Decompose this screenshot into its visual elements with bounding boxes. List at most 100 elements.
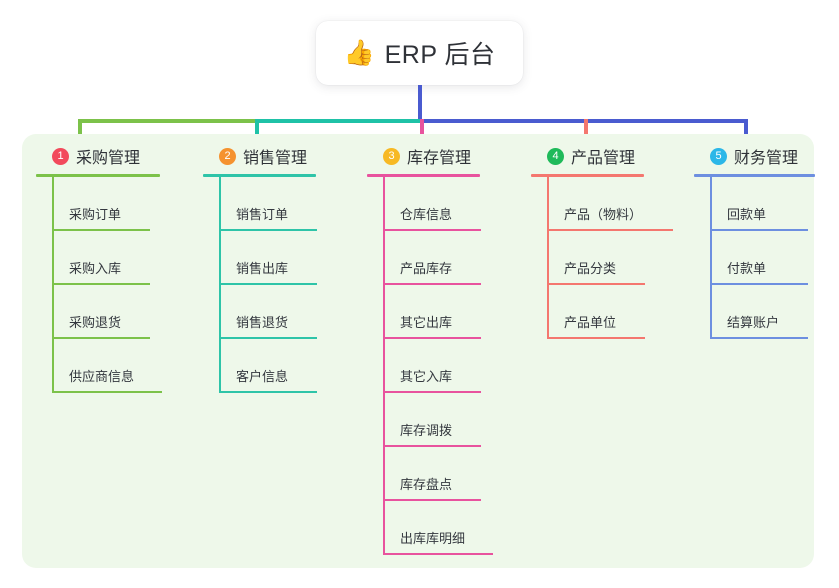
branch-header-rule — [531, 174, 644, 177]
branch-item-underline — [547, 229, 673, 231]
root-node-title: ERP 后台 — [384, 41, 496, 69]
branch-items-2: 销售订单销售出库销售退货客户信息 — [203, 177, 353, 393]
bus-segment-4 — [584, 119, 748, 123]
branch-items-3: 仓库信息产品库存其它出库其它入库库存调拨库存盘点出库库明细 — [367, 177, 517, 555]
branch-header-2[interactable]: 2 销售管理 — [203, 143, 353, 169]
branch-column-2: 2 销售管理销售订单销售出库销售退货客户信息 — [203, 143, 353, 393]
branch-header-1[interactable]: 1 采购管理 — [36, 143, 186, 169]
branch-item[interactable]: 库存调拨 — [383, 393, 517, 447]
branch-column-1: 1 采购管理采购订单采购入库采购退货供应商信息 — [36, 143, 186, 393]
branch-item-underline — [710, 337, 808, 339]
branch-title: 财务管理 — [734, 150, 799, 167]
branch-item-label: 产品分类 — [564, 261, 617, 276]
branch-spine — [710, 177, 712, 339]
root-node[interactable]: 👍 ERP 后台 — [316, 21, 523, 85]
bus-segment-1 — [78, 119, 255, 123]
branch-item-underline — [52, 283, 150, 285]
branch-item-underline — [710, 229, 808, 231]
branch-item-label: 供应商信息 — [69, 369, 135, 384]
branch-item-underline — [219, 229, 317, 231]
branch-item[interactable]: 付款单 — [710, 231, 839, 285]
branch-item-label: 产品（物料） — [564, 207, 643, 222]
branch-item-underline — [52, 229, 150, 231]
branch-header-rule — [694, 174, 815, 177]
branch-item[interactable]: 仓库信息 — [383, 177, 517, 231]
branch-drop-connector-2 — [255, 119, 259, 146]
branch-item-label: 库存盘点 — [400, 477, 453, 492]
branch-item-label: 付款单 — [727, 261, 767, 276]
branch-item-label: 采购退货 — [69, 315, 122, 330]
branch-item[interactable]: 其它出库 — [383, 285, 517, 339]
branch-column-3: 3 库存管理仓库信息产品库存其它出库其它入库库存调拨库存盘点出库库明细 — [367, 143, 517, 555]
branch-number-badge: 1 — [52, 147, 69, 165]
branch-drop-connector-4 — [584, 119, 588, 146]
branch-item-underline — [219, 337, 317, 339]
branch-item-label: 产品单位 — [564, 315, 617, 330]
branch-number-badge: 3 — [383, 147, 400, 165]
branch-drop-connector-1 — [78, 119, 82, 146]
branch-number-badge: 4 — [547, 147, 564, 165]
branch-item[interactable]: 采购入库 — [52, 231, 186, 285]
branch-item-underline — [547, 283, 645, 285]
branch-header-3[interactable]: 3 库存管理 — [367, 143, 517, 169]
branch-title: 采购管理 — [76, 150, 141, 167]
branch-item-label: 客户信息 — [236, 369, 289, 384]
branch-item[interactable]: 客户信息 — [219, 339, 353, 393]
thumbs-up-icon: 👍 — [343, 38, 375, 67]
branch-item[interactable]: 供应商信息 — [52, 339, 186, 393]
branch-item-underline — [383, 445, 481, 447]
branch-item-underline — [52, 391, 162, 393]
branch-item-underline — [383, 229, 481, 231]
branch-drop-connector-3 — [420, 119, 424, 146]
branch-title: 销售管理 — [243, 150, 308, 167]
branch-item[interactable]: 出库库明细 — [383, 501, 517, 555]
branch-spine — [52, 177, 54, 393]
branch-item-underline — [710, 283, 808, 285]
branch-item[interactable]: 产品单位 — [547, 285, 681, 339]
bus-segment-3 — [420, 119, 584, 123]
branch-item[interactable]: 库存盘点 — [383, 447, 517, 501]
branch-item-underline — [383, 553, 493, 555]
branch-item-underline — [219, 283, 317, 285]
branch-drop-connector-5 — [744, 119, 748, 146]
branch-items-5: 回款单付款单结算账户 — [694, 177, 839, 339]
branch-header-rule — [367, 174, 480, 177]
branch-spine — [383, 177, 385, 555]
branch-item-underline — [52, 337, 150, 339]
branch-item-label: 产品库存 — [400, 261, 453, 276]
branch-item[interactable]: 采购订单 — [52, 177, 186, 231]
branch-header-rule — [203, 174, 316, 177]
branch-item-label: 采购订单 — [69, 207, 122, 222]
branch-item-underline — [383, 337, 481, 339]
branch-item[interactable]: 回款单 — [710, 177, 839, 231]
branch-item-label: 其它出库 — [400, 315, 453, 330]
branch-item-underline — [219, 391, 317, 393]
branch-item[interactable]: 产品（物料） — [547, 177, 681, 231]
branch-item[interactable]: 采购退货 — [52, 285, 186, 339]
branch-item[interactable]: 销售订单 — [219, 177, 353, 231]
branch-item-label: 其它入库 — [400, 369, 453, 384]
branch-item-label: 出库库明细 — [400, 531, 466, 546]
branch-item-label: 回款单 — [727, 207, 767, 222]
branch-spine — [219, 177, 221, 393]
bus-segment-2 — [255, 119, 420, 123]
branch-item-underline — [383, 499, 481, 501]
branch-item-label: 销售订单 — [236, 207, 289, 222]
branch-item[interactable]: 销售退货 — [219, 285, 353, 339]
branch-item[interactable]: 销售出库 — [219, 231, 353, 285]
branch-item-underline — [547, 337, 645, 339]
branch-item[interactable]: 其它入库 — [383, 339, 517, 393]
branch-item-label: 仓库信息 — [400, 207, 453, 222]
branch-number-badge: 2 — [219, 147, 236, 165]
branch-item-label: 采购入库 — [69, 261, 122, 276]
branch-item[interactable]: 结算账户 — [710, 285, 839, 339]
branch-item[interactable]: 产品库存 — [383, 231, 517, 285]
branch-item-label: 结算账户 — [727, 315, 780, 330]
branch-title: 库存管理 — [407, 150, 472, 167]
branch-items-4: 产品（物料） 产品分类产品单位 — [531, 177, 681, 339]
branch-item[interactable]: 产品分类 — [547, 231, 681, 285]
